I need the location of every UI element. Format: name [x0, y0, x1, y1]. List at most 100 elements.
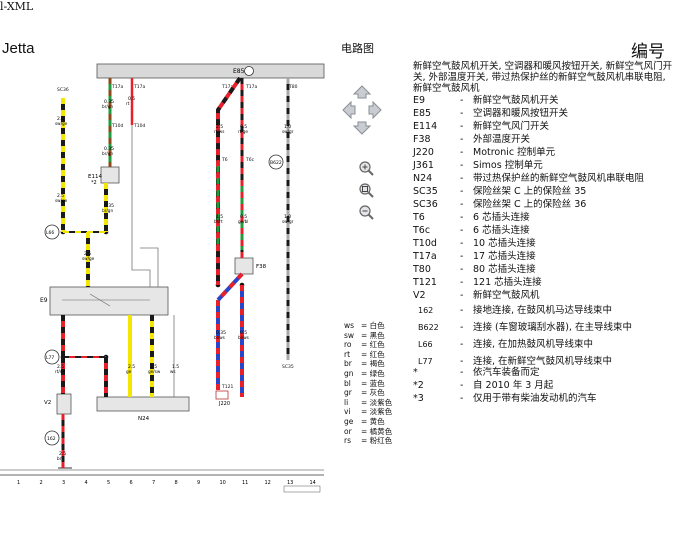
zoom-out-icon[interactable] [358, 204, 374, 224]
legend-desc: 接地连接, 在鼓风机马达导线束中 [473, 305, 613, 316]
conn-label-10: T80 [288, 84, 298, 90]
color-code-row: br= 褐色 [344, 359, 385, 368]
color-code-row: bl= 蓝色 [344, 379, 385, 388]
ground-162-label: 162 [47, 436, 56, 442]
legend-code: T121 [413, 277, 437, 288]
pan-left-icon [342, 100, 356, 120]
wire-color-label: sw/gr [282, 129, 294, 134]
color-code: bl [344, 378, 351, 388]
header-xml-label: l-XML [0, 0, 34, 13]
conn-label-3: T10d [111, 123, 123, 129]
legend-dash: - [460, 199, 464, 210]
wire-color-label: sw/ge [55, 198, 68, 203]
color-name: 蓝色 [369, 378, 385, 388]
color-code-row: ge= 黄色 [344, 417, 385, 426]
legend-desc: 外部温度开关 [473, 134, 531, 145]
legend-desc: 连接 (车窗玻璃刮水器), 在主导线束中 [473, 322, 632, 333]
wire-size-label: 2.5 [57, 116, 64, 122]
wire-color-label: bl/ws [214, 335, 225, 340]
pan-right-icon [368, 100, 382, 120]
wire-color-label: bl/ws [238, 335, 249, 340]
legend-dash: - [460, 121, 464, 132]
color-name: 灰色 [369, 388, 385, 398]
b622-label: B622 [270, 160, 282, 166]
legend-code: F38 [413, 134, 431, 145]
circuit-description: 新鲜空气鼓风机开关, 空调器和暖风按钮开关, 新鲜空气风门开关, 外部温度开关,… [413, 61, 673, 94]
color-dash: = [361, 417, 370, 426]
legend-code: T6c [413, 225, 431, 236]
wire-size-label: 2.5 [128, 364, 135, 370]
b622-connection-icon [268, 154, 284, 170]
zoom-fit-icon[interactable] [358, 182, 374, 202]
color-dash: = [361, 407, 370, 417]
legend-dash: - [460, 225, 464, 236]
legend-desc: 保险丝架 C 上的保险丝 36 [473, 199, 587, 210]
conn-label-9: T121 [221, 384, 233, 390]
legend-desc: 自 2010 年 3 月起 [473, 380, 554, 391]
column-number: 11 [242, 480, 248, 486]
legend-dash: - [460, 322, 464, 333]
wire-size-label: 1.5 [172, 364, 179, 370]
e9-note: *2 [91, 180, 97, 186]
legend-dash: - [460, 380, 464, 391]
e9-block-label: E9 [40, 297, 48, 304]
color-name: 白色 [369, 321, 385, 330]
wire-size-label: 0.5 [240, 124, 247, 130]
section-title: 电路图 [341, 42, 374, 55]
conn-label-8: T6c [245, 157, 255, 163]
legend-code: SC35 [413, 186, 438, 197]
e85-bus-bar [96, 63, 325, 79]
column-number: 1 [17, 480, 20, 486]
color-code: vi [344, 407, 351, 417]
legend-code: E114 [413, 121, 438, 132]
pan-arrows-control[interactable] [341, 84, 383, 140]
legend-desc: 10 芯插头连接 [473, 238, 536, 249]
color-name: 淡紫色 [369, 397, 393, 407]
zoom-in-icon[interactable] [358, 160, 374, 180]
wire-color-label: bl/rt [214, 219, 223, 224]
wire-size-label: 2.5 [216, 124, 223, 130]
conn-label-2: T17a [133, 84, 145, 90]
e114-label: E114 [88, 174, 102, 180]
legend-code: J361 [413, 160, 434, 171]
conn-label-5: T17a [221, 84, 233, 90]
wire [216, 76, 242, 285]
color-code-row: ws= 白色 [344, 321, 385, 330]
legend-code: T80 [413, 264, 431, 275]
color-name: 褐色 [369, 359, 385, 369]
column-number: 10 [220, 480, 226, 486]
legend-desc: 121 芯插头连接 [473, 277, 542, 288]
color-code-row: or= 橘黄色 [344, 427, 392, 436]
legend-dash: - [460, 356, 464, 367]
l66-label: L66 [46, 230, 54, 236]
wire-size-label: 1.0 [284, 214, 291, 220]
column-number: 4 [85, 480, 88, 486]
color-dash: = [361, 330, 370, 340]
color-code: ws [344, 321, 355, 330]
color-code-row: gr= 灰色 [344, 388, 385, 397]
legend-dash: - [460, 264, 464, 275]
color-dash: = [361, 340, 370, 350]
legend-desc: 新鲜空气风门开关 [473, 121, 550, 132]
legend-desc: 空调器和暖风按钮开关 [473, 108, 569, 119]
legend-dash: - [460, 160, 464, 171]
wire-color-label: br/gn [102, 104, 113, 109]
ground-162-icon [44, 430, 60, 446]
wire-size-label: 2.5 [59, 451, 66, 457]
thin-wire [131, 125, 151, 287]
color-code: gn [344, 369, 354, 378]
column-number: 9 [197, 480, 200, 486]
wire-size-label: 0.5 [240, 330, 247, 336]
circuit-diagram: E85 E9 E114 *2 N24 V2 F38 J220 L66 L77 B… [0, 63, 325, 493]
color-name: 黑色 [369, 330, 385, 340]
legend-code: *2 [413, 380, 424, 391]
color-code: li [344, 397, 349, 407]
legend-dash: - [460, 186, 464, 197]
conn-label-1: T17a [111, 84, 123, 90]
f38-label: F38 [256, 264, 267, 270]
color-code: rt [344, 349, 351, 359]
v2-label: V2 [44, 400, 51, 406]
model-title: Jetta [2, 40, 35, 57]
color-dash: = [361, 397, 370, 407]
color-code-row: gn= 绿色 [344, 369, 385, 378]
